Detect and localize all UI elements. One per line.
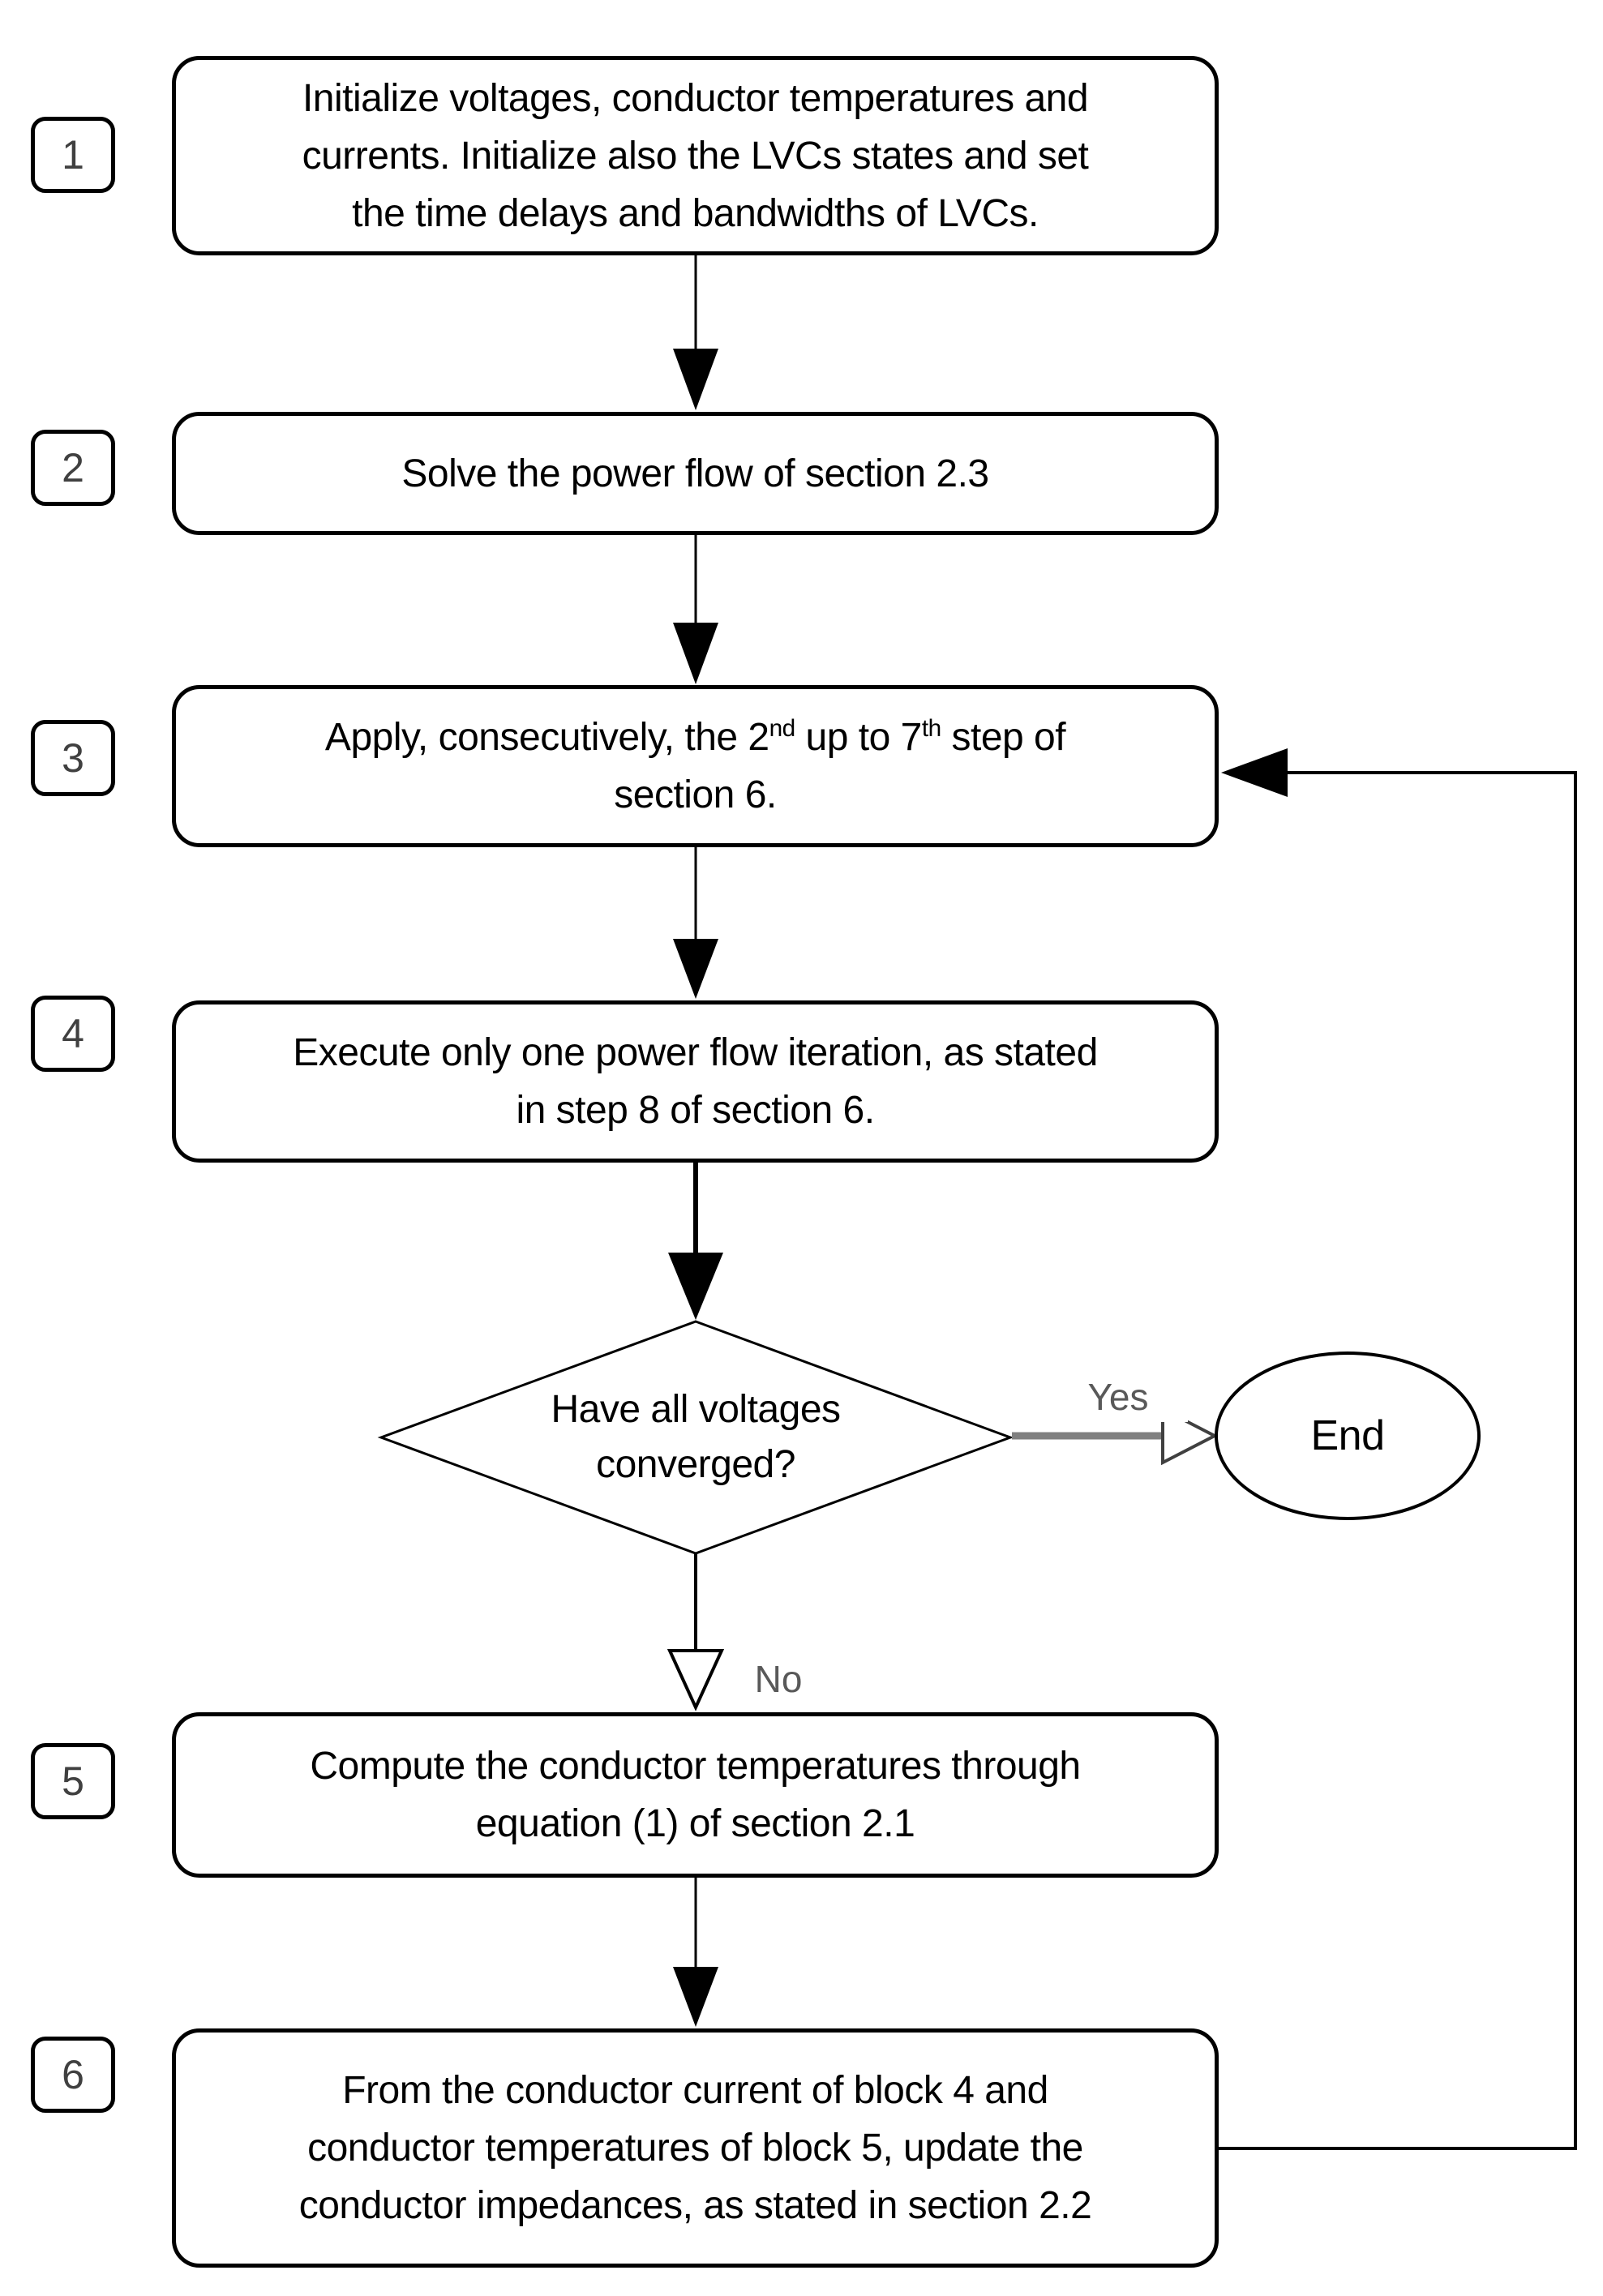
process-box-4-text: Execute only one power flow iteration, a… (293, 1031, 1098, 1132)
arrow-4-decision-head (668, 1253, 723, 1320)
arrow-1-2-head (673, 349, 718, 410)
process-box-3-text: Apply, consecutively, the 2nd up to 7th … (324, 715, 1066, 816)
badge-3: 3 (31, 720, 115, 796)
decision-diamond-label: Have all voltages converged? (551, 1388, 841, 1486)
process-box-3: Apply, consecutively, the 2nd up to 7th … (172, 685, 1219, 847)
arrow-2-3-head (673, 623, 718, 684)
feedback-loop-head (1221, 748, 1288, 797)
edge-yes-label: Yes (1048, 1372, 1188, 1422)
edge-no-label: No (725, 1654, 832, 1704)
process-box-6: From the conductor current of block 4 an… (172, 2028, 1219, 2268)
process-box-4: Execute only one power flow iteration, a… (172, 1000, 1219, 1163)
badge-1: 1 (31, 117, 115, 193)
badge-2: 2 (31, 430, 115, 506)
edge-yes-open-head (1161, 1406, 1219, 1466)
edge-no-open-head (666, 1649, 725, 1711)
process-box-1: Initialize voltages, conductor temperatu… (172, 56, 1219, 255)
badge-4: 4 (31, 996, 115, 1072)
process-box-1-text: Initialize voltages, conductor temperatu… (302, 76, 1089, 235)
end-terminal-label: End (1310, 1412, 1385, 1459)
process-box-2: Solve the power flow of section 2.3 (172, 412, 1219, 535)
badge-5: 5 (31, 1743, 115, 1819)
end-terminal-shape (1215, 1351, 1481, 1520)
process-box-2-text: Solve the power flow of section 2.3 (401, 452, 989, 495)
feedback-loop-line (1219, 771, 1577, 2150)
arrow-5-6-head (673, 1967, 718, 2027)
badge-6: 6 (31, 2037, 115, 2113)
process-box-6-text: From the conductor current of block 4 an… (298, 2069, 1092, 2227)
process-box-5-text: Compute the conductor temperatures throu… (310, 1745, 1081, 1845)
arrow-3-4-head (673, 939, 718, 999)
process-box-5: Compute the conductor temperatures throu… (172, 1712, 1219, 1878)
